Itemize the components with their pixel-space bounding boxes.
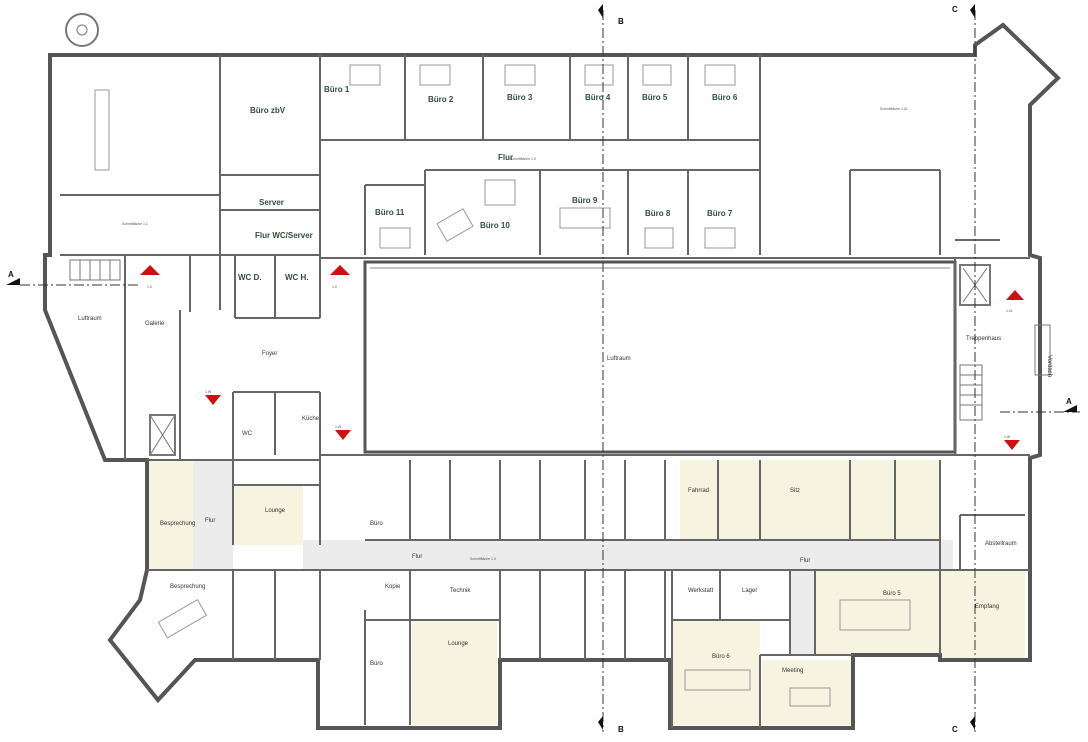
text-schnitt-2: Schnittfläche 1.1: [122, 222, 148, 226]
level-markers: [140, 265, 1024, 450]
section-b-top: B: [618, 17, 624, 26]
room-flur: Flur: [498, 153, 513, 162]
text-schnitt-3: Schnittfläche 1.01: [880, 107, 908, 111]
room-werkstatt: Werkstatt: [688, 588, 714, 594]
room-buero-2: Büro 2: [428, 95, 454, 104]
level-5: 1.W: [335, 425, 342, 429]
room-buero-3: Büro 3: [507, 93, 533, 102]
room-server: Server: [259, 198, 284, 207]
section-b-bottom: B: [618, 725, 624, 734]
atrium-outline: [363, 260, 957, 454]
room-luftraum-left: Luftraum: [78, 316, 102, 322]
room-vordach: Vordach: [1046, 355, 1052, 377]
room-kopie: Kopie: [385, 584, 401, 590]
room-flur-left: Flur: [205, 518, 215, 524]
room-buero-8: Büro 8: [645, 209, 671, 218]
section-c-bottom: C: [952, 725, 958, 734]
desks: [94, 64, 911, 707]
room-besprechung: Besprechung: [170, 584, 205, 590]
section-markers: [6, 4, 1077, 730]
room-empfang: Empfang: [975, 604, 999, 610]
zone-fill-bottom: [412, 620, 497, 725]
level-3: 1.01: [1006, 309, 1013, 313]
zone-fill-foyer-tile: [193, 460, 233, 570]
room-buero-5b: Büro 5: [883, 591, 901, 597]
room-lounge-2: Lounge: [448, 641, 469, 647]
room-wc-d: WC D.: [238, 273, 262, 282]
zone-fill-sdr: [814, 570, 940, 655]
room-bueros: Büro: [370, 661, 383, 667]
room-wc: WC: [242, 431, 253, 437]
room-wc-h: WC H.: [285, 273, 309, 282]
room-flur-wc-server: Flur WC/Server: [255, 231, 313, 240]
room-buero-11: Büro 11: [375, 208, 405, 217]
zone-fill-corridor: [303, 540, 953, 570]
room-buero-e: Büro 6: [712, 654, 730, 660]
room-foyer: Foyer: [262, 351, 277, 357]
room-luftraum: Luftraum: [607, 356, 631, 362]
room-buero-1: Büro 1: [324, 85, 350, 94]
zone-fill-bottom3: [762, 660, 852, 725]
section-c-top: C: [952, 5, 958, 14]
room-abstellraum: Abstellraum: [985, 541, 1017, 547]
level-2: 1.0: [332, 285, 337, 289]
room-lager: Lager: [742, 588, 757, 594]
room-technik: Technik: [450, 588, 471, 594]
room-buero-5: Büro 5: [642, 93, 668, 102]
text-schnitt-1: Schnittfläche 1.0: [510, 157, 536, 161]
room-lounge: Lounge: [265, 508, 286, 514]
outer-walls: [43, 22, 1061, 730]
zone-fill-flur-v: [790, 570, 815, 655]
room-sitz: Sitz: [790, 488, 800, 494]
room-flur-2: Flur: [412, 554, 422, 560]
room-treppenhaus: Treppenhaus: [966, 336, 1001, 342]
room-buero-kl: Büro: [370, 521, 383, 527]
level-6: 1.W: [1004, 435, 1011, 439]
room-buero-zbv: Büro zbV: [250, 106, 286, 115]
level-1: 1.0: [147, 285, 152, 289]
stairs: [65, 13, 1051, 456]
zone-fill-mid: [680, 460, 940, 540]
room-labels: Büro 1 Büro 2 Büro 3 Büro 4 Büro 5 Büro …: [78, 85, 1052, 674]
section-lines: [20, 10, 1080, 732]
zone-fill-se: [940, 570, 1025, 660]
section-a-left: A: [8, 270, 14, 279]
interior-walls: [60, 55, 1030, 728]
zone-fill-bottom2: [672, 620, 760, 725]
zone-fill-lounge: [233, 485, 303, 545]
room-buero-7: Büro 7: [707, 209, 733, 218]
room-flur-3: Flur: [800, 558, 810, 564]
room-buero-9: Büro 9: [572, 196, 598, 205]
room-buero-10: Büro 10: [480, 221, 510, 230]
room-besprechung-left: Besprechung: [160, 521, 195, 527]
text-schnitt-4: Schnittfläche 1.V: [470, 557, 497, 561]
room-buero-6: Büro 6: [712, 93, 738, 102]
section-a-right: A: [1066, 397, 1072, 406]
room-meeting: Meeting: [782, 668, 803, 674]
room-kueche: Küche: [302, 416, 320, 422]
level-4: 1.W: [205, 390, 212, 394]
room-galerie: Galerie: [145, 321, 165, 327]
room-fahrrad: Fahrrad: [688, 488, 709, 494]
room-buero-4: Büro 4: [585, 93, 611, 102]
